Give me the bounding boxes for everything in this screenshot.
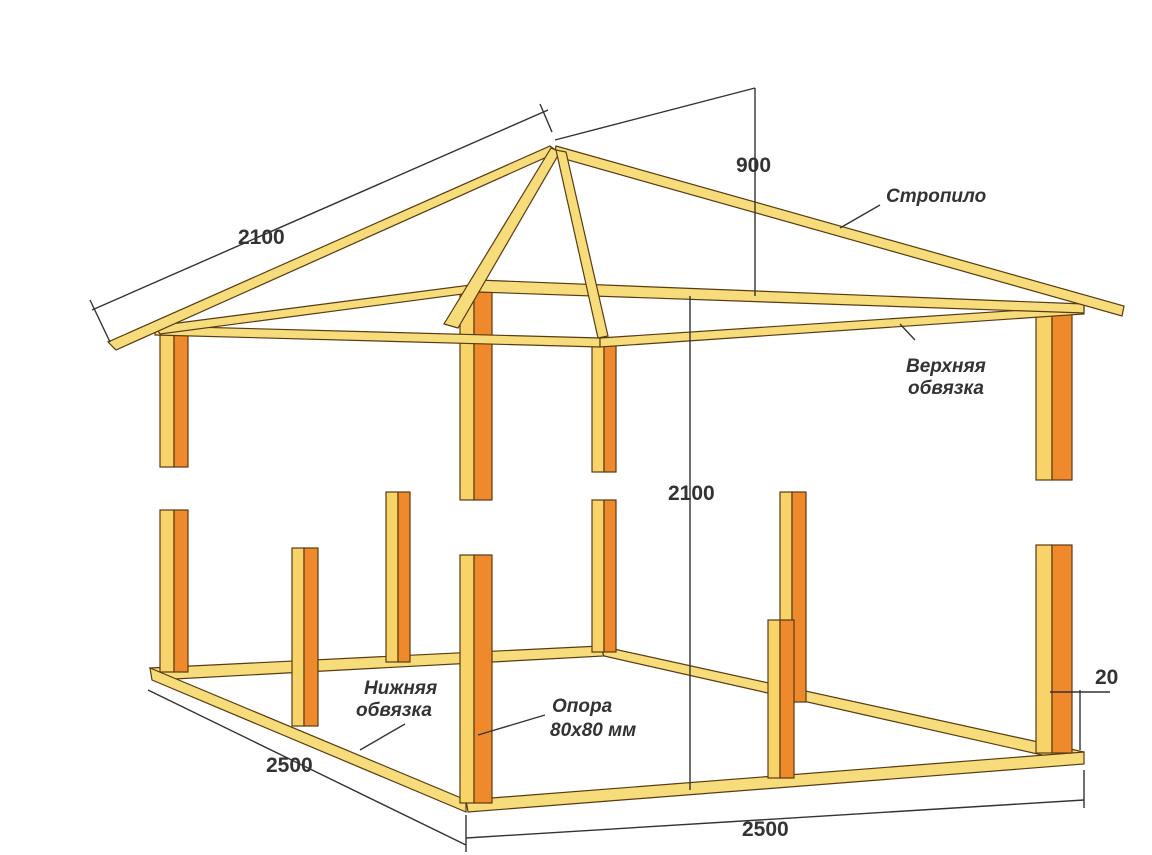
bottom-frame-label-1: Нижняя (364, 678, 437, 699)
post-mid-2 (291, 547, 319, 727)
post-right (1035, 311, 1073, 754)
post-back-left (159, 331, 189, 673)
bottom-frame-label-2: обвязка (356, 700, 432, 721)
post-back (591, 341, 617, 653)
rafter-length-label: 2100 (238, 226, 285, 249)
width-left-label: 2500 (266, 754, 313, 777)
width-front-label: 2500 (742, 818, 789, 841)
top-frame-label-1: Верхняя (906, 356, 986, 377)
post-mid-1 (385, 491, 411, 663)
rafter-label: Стропило (886, 186, 986, 207)
roof-height-label: 900 (736, 154, 771, 177)
top-frame (153, 279, 1085, 348)
support-label-2: 80x80 мм (550, 720, 636, 741)
bottom-frame (149, 645, 1085, 813)
post-mid-4 (767, 619, 795, 779)
post-height-label: 2100 (668, 482, 715, 505)
dimension-lines (89, 87, 1110, 852)
top-frame-label-2: обвязка (908, 378, 984, 399)
posts (159, 291, 1073, 804)
support-label-1: Опора (552, 696, 613, 717)
post-front (459, 291, 493, 804)
rafters (106, 145, 1125, 351)
base-offset-label: 20 (1095, 666, 1118, 689)
